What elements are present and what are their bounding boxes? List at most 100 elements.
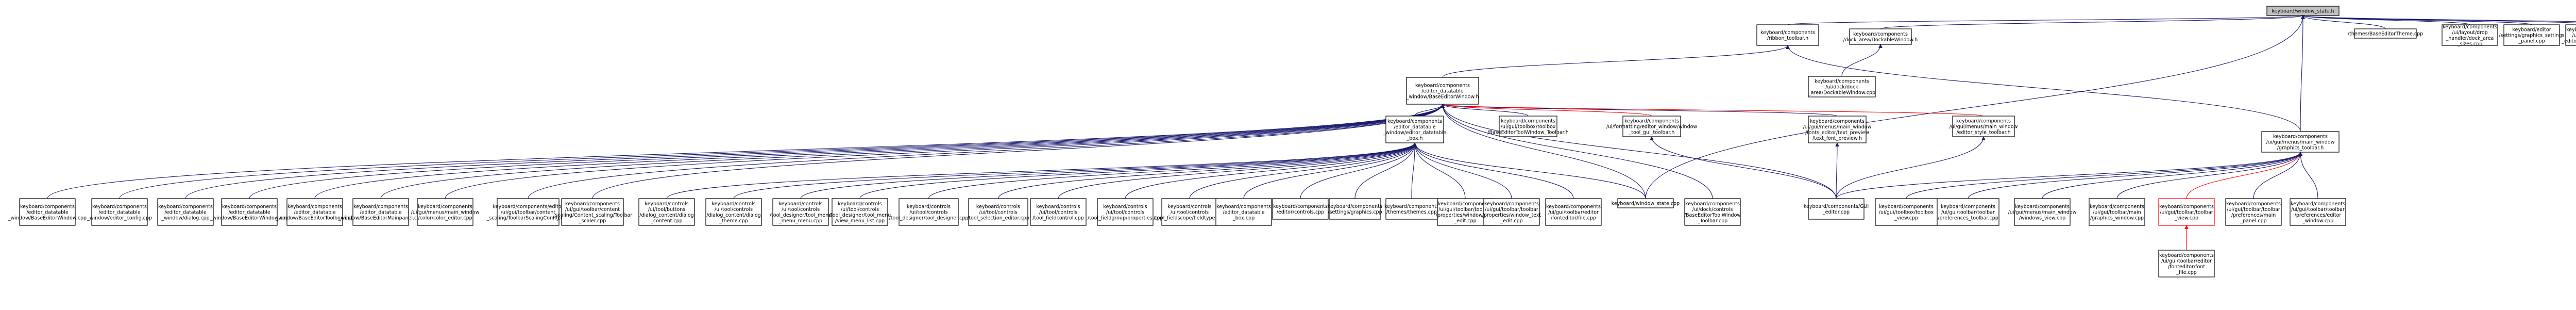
node-label-line: _scaling/ToolbarScalingConfig.cpp bbox=[486, 216, 570, 221]
node-label-line: keyboard/components bbox=[1941, 204, 1995, 210]
graph-node-n28[interactable]: keyboard/controls/ui/tool/controls/tool_… bbox=[829, 198, 891, 226]
edge-n8-n14 bbox=[1440, 104, 1838, 117]
node-label-line: _panel.cpp bbox=[2240, 218, 2266, 224]
graph-node-n9[interactable]: keyboard/components/ui/dock/dock_area/Do… bbox=[1808, 76, 1876, 97]
node-label-line: keyboard/components bbox=[92, 204, 147, 210]
node-box bbox=[2442, 24, 2498, 46]
graph-node-n48[interactable]: keyboard/components/ui/gui/toolbar/toolb… bbox=[2158, 198, 2215, 226]
graph-node-n16[interactable]: keyboard/components/editor_datatable_win… bbox=[8, 198, 87, 226]
graph-node-n41[interactable]: keyboard/window_state.cpp bbox=[1612, 198, 1680, 208]
graph-node-n18[interactable]: keyboard/components/editor_datatable_win… bbox=[157, 198, 214, 226]
node-label-line: /fonteditor/font bbox=[2168, 264, 2205, 270]
node-label-line: /BaseEditorToolWindow bbox=[1684, 213, 1741, 218]
node-label-line: /ui/tool/controls bbox=[782, 207, 820, 213]
edge-n11-n33 bbox=[1189, 142, 1417, 199]
graph-node-n35[interactable]: keyboard/components/editor/controls.cpp bbox=[1272, 198, 1329, 220]
node-label-line: /editor_datatable bbox=[164, 210, 207, 216]
graph-node-n20[interactable]: keyboard/components/editor_datatable_win… bbox=[275, 198, 354, 226]
node-label-line: _scaler.cpp bbox=[579, 218, 606, 224]
node-label-line: keyboard/components bbox=[353, 204, 408, 210]
graph-node-n23[interactable]: keyboard/components/editor/ui/gui/toolba… bbox=[486, 198, 570, 226]
node-label-line: keyboard/components bbox=[1685, 201, 1740, 207]
edge-n1-n10 bbox=[1786, 45, 2301, 132]
graph-node-n19[interactable]: keyboard/components/editor_datatable_win… bbox=[210, 198, 289, 226]
graph-node-n21[interactable]: keyboard/components/editor_datatable_win… bbox=[338, 198, 423, 226]
node-label-line: /ui/gui/toolbar/editor bbox=[1548, 210, 1599, 216]
graph-node-n45[interactable]: keyboard/components/ui/gui/toolbar/toolb… bbox=[1937, 198, 1999, 226]
node-label-line: _window.cpp bbox=[2302, 218, 2333, 224]
graph-node-n46[interactable]: keyboard/components/ui/gui/menus/main_wi… bbox=[2008, 198, 2077, 226]
node-box bbox=[2158, 250, 2215, 278]
graph-node-n31[interactable]: keyboard/controls/ui/tool/controls/tool_… bbox=[1030, 198, 1087, 226]
node-label-line: _theme.cpp bbox=[719, 218, 748, 224]
graph-node-n22[interactable]: keyboard/components/ui/gui/menus/main_wi… bbox=[411, 198, 480, 226]
node-label-line: /settings/graphics_settings bbox=[2499, 33, 2565, 39]
graph-node-n47[interactable]: keyboard/components/ui/gui/toolbar/main/… bbox=[2089, 198, 2145, 226]
graph-node-n1[interactable]: keyboard/components/ribbon_toolbar.h bbox=[1756, 24, 1819, 46]
graph-node-n5[interactable]: keyboard/editor/settings/graphics_settin… bbox=[2499, 24, 2565, 46]
graph-node-n51[interactable]: keyboard/components/ui/gui/toolbar/toolb… bbox=[2290, 198, 2346, 226]
node-label-line: _window/dialog.cpp bbox=[161, 216, 209, 221]
node-label-line: _window/BaseEditorWindow.cpp bbox=[8, 216, 87, 221]
node-label-line: /editor_datatable bbox=[98, 210, 141, 216]
node-label-line: keyboard/components bbox=[1438, 201, 1493, 207]
graph-node-n26[interactable]: keyboard/controls/ui/tool/controls/dialo… bbox=[705, 198, 762, 226]
node-label-line: /editor_datatable bbox=[294, 210, 336, 216]
graph-node-n12[interactable]: keyboard/components/ui/gui/toolbox/toolb… bbox=[1487, 116, 1569, 137]
node-box bbox=[1030, 198, 1087, 226]
graph-node-n49[interactable]: keyboard/components/ui/gui/toolbar/edito… bbox=[2158, 250, 2215, 278]
edge-n2-n9 bbox=[1841, 44, 1883, 77]
graph-node-n29[interactable]: keyboard/controls/ui/tool/controls/tool_… bbox=[889, 198, 969, 226]
node-label-line: _handler/dock_area bbox=[2446, 36, 2494, 41]
graph-node-n0[interactable]: keyboard/window_state.h bbox=[2266, 6, 2340, 16]
edge-n0-n6 bbox=[2301, 15, 2576, 24]
node-label-line: _window/editor_config.cpp bbox=[87, 216, 152, 221]
node-label-line: keyboard/controls bbox=[907, 204, 951, 210]
graph-node-n39[interactable]: keyboard/components/ui/gui/toolbar/toolb… bbox=[1482, 198, 1541, 226]
node-label-line: keyboard/components bbox=[1501, 119, 1555, 124]
graph-node-n37[interactable]: keyboard/components/themes/themes.cpp bbox=[1384, 198, 1439, 220]
graph-node-n27[interactable]: keyboard/controls/ui/tool/controls/tool_… bbox=[770, 198, 832, 226]
graph-node-n8[interactable]: keyboard/components/editor_datatable_win… bbox=[1406, 77, 1479, 105]
node-box bbox=[221, 198, 278, 226]
node-label-line: /settings/graphics.cpp bbox=[1328, 209, 1382, 215]
node-label-line: keyboard/components bbox=[1810, 119, 1865, 124]
edge-n11-n35 bbox=[1300, 142, 1417, 199]
graph-node-n44[interactable]: keyboard/components/ui/gui/toolbox/toolb… bbox=[1875, 198, 1938, 226]
graph-node-n42[interactable]: keyboard/components/ui/dock/controls/Bas… bbox=[1684, 198, 1741, 226]
edge-n0-n1 bbox=[1787, 15, 2305, 25]
graph-node-n10[interactable]: keyboard/components/ui/gui/menus/main_wi… bbox=[2261, 131, 2340, 153]
node-label-line: /dialog_content/dialog bbox=[706, 213, 760, 218]
graph-node-n2[interactable]: keyboard/components/dock_area/DockableWi… bbox=[1843, 28, 1918, 45]
graph-node-n24[interactable]: keyboard/components/ui/gui/toolbar/conte… bbox=[552, 198, 633, 226]
graph-node-n11[interactable]: keyboard/components/editor_datatable_win… bbox=[1383, 116, 1446, 143]
node-label-line: keyboard/components/GUI bbox=[1804, 204, 1869, 209]
graph-node-n43[interactable]: keyboard/components/GUI_editor.cpp bbox=[1804, 198, 1869, 220]
graph-node-n36[interactable]: keyboard/components/settings/graphics.cp… bbox=[1328, 198, 1382, 220]
edge-n8-n12 bbox=[1440, 104, 1529, 117]
graph-node-n40[interactable]: keyboard/components/ui/gui/toolbar/edito… bbox=[1545, 198, 1602, 226]
node-label-line: _view.cpp bbox=[2174, 216, 2198, 221]
graph-node-n34[interactable]: keyboard/components/editor_datatable_box… bbox=[1215, 198, 1272, 226]
graph-node-n25[interactable]: keyboard/controls/ui/tool/buttons/dialog… bbox=[638, 198, 695, 226]
node-label-line: _menu_menu.cpp bbox=[778, 218, 822, 224]
graph-node-n4[interactable]: keyboard/components/ui/layout/drop_handl… bbox=[2442, 24, 2498, 47]
edge-n11-n37 bbox=[1411, 142, 1417, 199]
graph-node-n15[interactable]: keyboard/components/ui/gui/menus/main_wi… bbox=[1950, 116, 2018, 137]
node-label-line: keyboard/components bbox=[2159, 204, 2214, 210]
graph-node-n33[interactable]: keyboard/controls/ui/tool/controls/tool_… bbox=[1154, 198, 1226, 226]
node-label-line: /ui/gui/menus/main_window bbox=[1803, 124, 1872, 130]
node-label-line: keyboard/controls bbox=[1103, 204, 1147, 210]
graph-node-n50[interactable]: keyboard/components/ui/gui/toolbar/toolb… bbox=[2225, 198, 2282, 226]
graph-node-n17[interactable]: keyboard/components/editor_datatable_win… bbox=[87, 198, 152, 226]
graph-node-n6[interactable]: keyboard/components/ui/toolbox/layout_ed… bbox=[2561, 24, 2576, 46]
graph-node-n32[interactable]: keyboard/controls/ui/tool/controls/tool_… bbox=[1088, 198, 1163, 226]
graph-node-n30[interactable]: keyboard/controls/ui/tool/controls/tool_… bbox=[967, 198, 1029, 226]
node-label-line: keyboard/components bbox=[222, 204, 277, 210]
node-label-line: keyboard/components bbox=[1484, 201, 1539, 207]
graph-node-n13[interactable]: keyboard/components/ui/formatting/editor… bbox=[1606, 116, 1698, 137]
graph-node-n14[interactable]: keyboard/components/ui/gui/menus/main_wi… bbox=[1803, 116, 1872, 143]
node-label-line: _box.h bbox=[1406, 136, 1423, 141]
graph-node-n3[interactable]: /themes/BaseEditorTheme.cpp bbox=[2348, 28, 2423, 39]
